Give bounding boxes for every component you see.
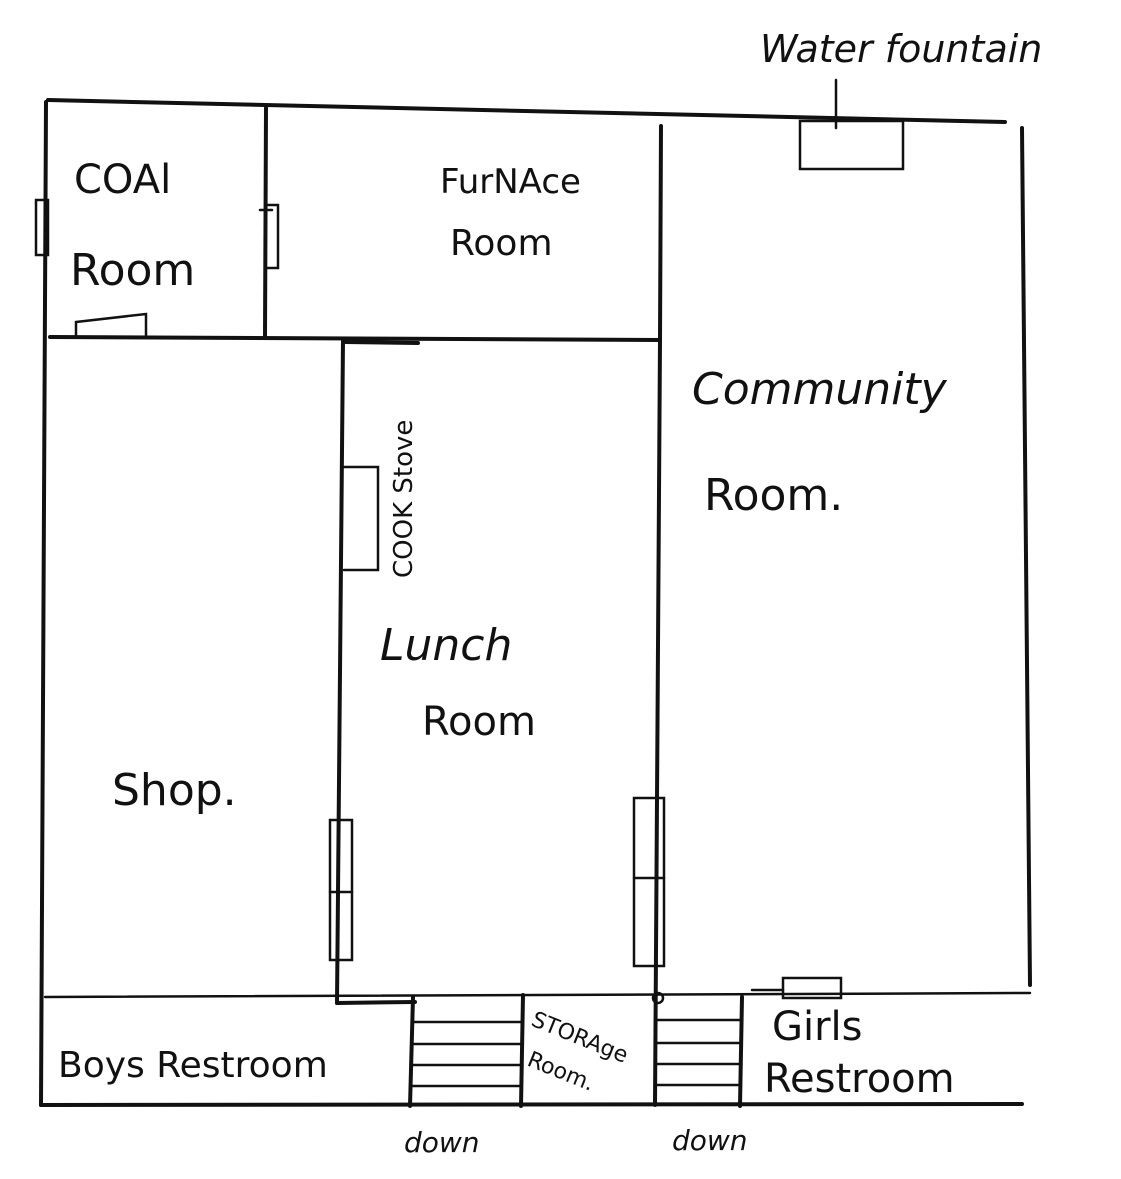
wall-bottom (39, 1102, 1024, 1107)
label-boys-restroom: Boys Restroom (58, 1045, 328, 1086)
label-girls-restroom-1: Girls (772, 1004, 863, 1050)
door-lunch-community (632, 796, 666, 968)
door-girls-restroom (750, 976, 843, 1000)
outer-walls (39, 98, 1032, 1107)
label-storage-room-2: Room. (524, 1047, 598, 1096)
wall-shop-lunch (335, 338, 345, 1005)
label-furnace-room-1: FurNAce (440, 162, 581, 202)
wall-restroom-row-top (43, 991, 1032, 999)
stairs-right (653, 1018, 743, 1087)
label-water-fountain: Water fountain (760, 27, 1042, 71)
label-shop: Shop. (112, 765, 237, 816)
door-shop-lunch (328, 818, 354, 962)
wall-lunch-top-thick (343, 340, 420, 345)
label-lunch-room-2: Room (422, 699, 536, 745)
door-leaf (328, 818, 354, 962)
label-stairs-down-right: down (672, 1124, 748, 1157)
wall-lunch-bottom (335, 1000, 417, 1005)
wall-left (39, 100, 48, 1107)
door-leaf (632, 796, 666, 968)
wall-lunch-community (653, 338, 662, 1107)
label-coal-room-2: Room (70, 245, 195, 296)
label-girls-restroom-2: Restroom (764, 1056, 955, 1102)
cook-stove-shape (342, 465, 380, 572)
label-stairs-down-left: down (404, 1126, 480, 1159)
door-hinge (651, 991, 665, 1005)
wall-below-coal-furnace (48, 335, 662, 342)
wall-stairs-storage (519, 993, 525, 1108)
label-cook-stove: COOK Stove (389, 420, 419, 578)
doors (34, 198, 843, 1005)
door-coal-furnace (258, 203, 280, 270)
door-coal-outside (34, 198, 50, 257)
label-coal-room-1: COAl (74, 157, 171, 203)
door-coal-shop (74, 312, 148, 337)
labels: Water fountain COAl Room FurNAce Room Co… (58, 27, 1042, 1159)
stairs-left (410, 1020, 524, 1088)
wall-top (46, 98, 1007, 124)
water-fountain (798, 78, 905, 171)
label-lunch-room-1: Lunch (380, 620, 512, 671)
wall-furnace-community (658, 124, 663, 342)
door-leaf (781, 976, 843, 1000)
interior-walls (43, 106, 1032, 1108)
label-community-room-1: Community (692, 364, 948, 415)
wall-right (1020, 126, 1032, 987)
water-fountain-basin (798, 119, 905, 171)
wall-stairs-girls (738, 995, 744, 1108)
wall-coal-furnace (263, 106, 268, 339)
label-community-room-2: Room. (704, 470, 843, 521)
label-furnace-room-2: Room (450, 223, 553, 264)
wall-boys-stairs (408, 995, 415, 1108)
